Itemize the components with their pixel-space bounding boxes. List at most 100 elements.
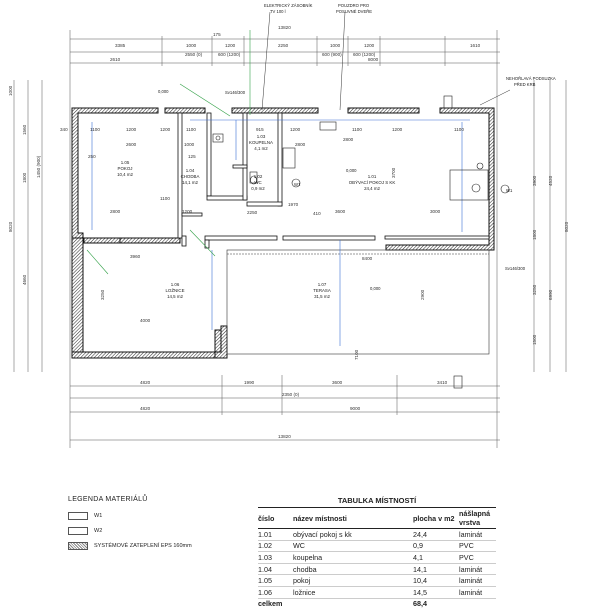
dim-top2-1: 2550 (0) — [185, 52, 203, 57]
dim-right-1: 4520 — [548, 175, 553, 186]
legend-title: LEGENDA MATERIÁLŮ — [68, 496, 148, 503]
room-103-id: 1.03 — [257, 134, 266, 139]
dim-right-3: 6990 — [548, 289, 553, 300]
cell: koupelna — [293, 551, 413, 564]
dim-top3-1: 2610 — [110, 57, 121, 62]
vent-label-2: Sv146/300 — [505, 266, 526, 271]
dim-int-1970: 1970 — [288, 202, 299, 207]
dim-overall-top: 13820 — [278, 25, 291, 30]
dim-int-3: 1200 — [126, 127, 137, 132]
service-lines — [86, 30, 470, 346]
total-value: 68,4 — [413, 599, 427, 609]
cell: 1.01 — [258, 528, 293, 541]
dim-int-3250: 3250 — [100, 289, 105, 300]
room-table-title: TABULKA MÍSTNOSTÍ — [258, 496, 496, 508]
legend-item-w2: W2 — [68, 524, 238, 537]
header-nazev: název místnosti — [293, 508, 413, 529]
cell: WC — [293, 540, 413, 553]
header-vrstva: nášlapná vrstva — [459, 508, 496, 529]
room-102-name: WC — [254, 180, 261, 185]
dim-top-small: 175 — [213, 32, 221, 37]
room-103-area: 4,1 m2 — [254, 146, 268, 151]
dim-left-4: 1800 — [22, 172, 27, 183]
w1-swatch-icon — [68, 511, 88, 520]
dim-left-5: 4660 — [22, 274, 27, 285]
room-107-id: 1.07 — [318, 282, 327, 287]
cell — [293, 598, 413, 609]
cell: 4,1 — [413, 551, 459, 564]
eps-swatch-icon — [68, 541, 88, 550]
room-101-area: 24,4 m2 — [364, 186, 380, 191]
cell: 1.03 — [258, 551, 293, 564]
dim-bottom2-1: 2350 (0) — [282, 392, 300, 397]
room-106-id: 1.06 — [171, 282, 180, 287]
dim-top3-2: 8000 — [368, 57, 379, 62]
dim-int-6: 1200 — [290, 127, 301, 132]
material-legend: LEGENDA MATERIÁLŮ W1 W2 SYSTÉMOVÉ ZATEPL… — [68, 496, 238, 552]
cell: ložnice — [293, 586, 413, 599]
cell: laminát — [459, 586, 496, 599]
w1-label-2: W1 — [294, 182, 301, 187]
dim-bottom3-1: 4820 — [140, 406, 151, 411]
note-sliding-2: POSUVNÉ DVEŘE — [336, 9, 372, 14]
dim-top2-2: 600 (1200) — [218, 52, 241, 57]
cell: laminát — [459, 528, 496, 541]
room-102-area: 0,9 m2 — [251, 186, 265, 191]
dim-right-7: 8020 — [564, 221, 569, 232]
exterior-walls — [71, 107, 495, 359]
dim-right-5: 3250 — [532, 284, 537, 295]
w1-label: W1 — [506, 188, 513, 193]
cell: 1.02 — [258, 540, 293, 553]
dim-int-125: 125 — [188, 154, 196, 159]
dim-int-3b: 1200 — [160, 127, 171, 132]
dim-right-6: 1500 — [532, 334, 537, 345]
dim-top2-4: 600 (1200) — [353, 52, 376, 57]
room-106-name: LOŽNICE — [165, 288, 184, 293]
dim-overall-bottom: 13820 — [278, 434, 291, 439]
legend-label-w1: W1 — [94, 512, 103, 519]
dim-int-3600: 3600 — [335, 209, 346, 214]
room-102-id: 1.02 — [254, 174, 263, 179]
note-sliding: POUZDRO PRO — [338, 3, 370, 8]
dim-int-8400: 8400 — [362, 256, 373, 261]
dim-left-2: 1560 — [22, 124, 27, 135]
dim-bottom-4: 3410 — [437, 380, 448, 385]
dim-int-250: 250 — [88, 154, 96, 159]
note-electrical-2: TV 100 l — [270, 9, 286, 14]
dim-top-4: 2250 — [278, 43, 289, 48]
dim-int-4000: 4000 — [140, 318, 151, 323]
room-101-name: OBÝVACÍ POKOJ S KK — [349, 180, 396, 185]
dim-int-6b: 1200 — [392, 127, 403, 132]
room-106-area: 14,5 m2 — [167, 294, 183, 299]
room-104-area: 14,1 m2 — [182, 180, 198, 185]
cell: chodba — [293, 563, 413, 576]
dim-int-2900: 2900 — [420, 289, 425, 300]
dim-top2-3: 600 (900) — [322, 52, 342, 57]
cell: 14,1 — [413, 563, 459, 576]
cell: 14,5 — [413, 586, 459, 599]
room-105-area: 10,4 m2 — [117, 172, 133, 177]
dimension-texts: 13820 175 3385 1000 1200 2250 1000 1200 … — [8, 25, 569, 439]
dim-int-3000: 3000 — [430, 209, 441, 214]
dim-top-5: 1000 — [330, 43, 341, 48]
note-electrical: ELEKTRICKÝ ZÁSOBNÍK — [264, 3, 313, 8]
note-hood: NEHOŘLAVÁ PODSUZKA — [506, 76, 556, 81]
cell: pokoj — [293, 574, 413, 587]
dim-top-7: 1610 — [470, 43, 481, 48]
dim-right-2: 3900 — [532, 175, 537, 186]
dim-bottom-3: 3600 — [332, 380, 343, 385]
dim-bottom-2: 1990 — [244, 380, 255, 385]
room-table: TABULKA MÍSTNOSTÍ číslo název místnosti … — [258, 496, 496, 609]
dim-int-1200: 1200 — [182, 209, 193, 214]
dim-top-2: 1000 — [186, 43, 197, 48]
note-hood-2: PŘED KRB — [514, 82, 536, 87]
dim-top-1: 3385 — [115, 43, 126, 48]
interior-walls — [177, 112, 490, 249]
cell: 1.04 — [258, 563, 293, 576]
dim-bottom-1: 4820 — [140, 380, 151, 385]
dim-int-3700: 3700 — [391, 167, 396, 178]
room-105-name: POKOJ — [118, 166, 133, 171]
